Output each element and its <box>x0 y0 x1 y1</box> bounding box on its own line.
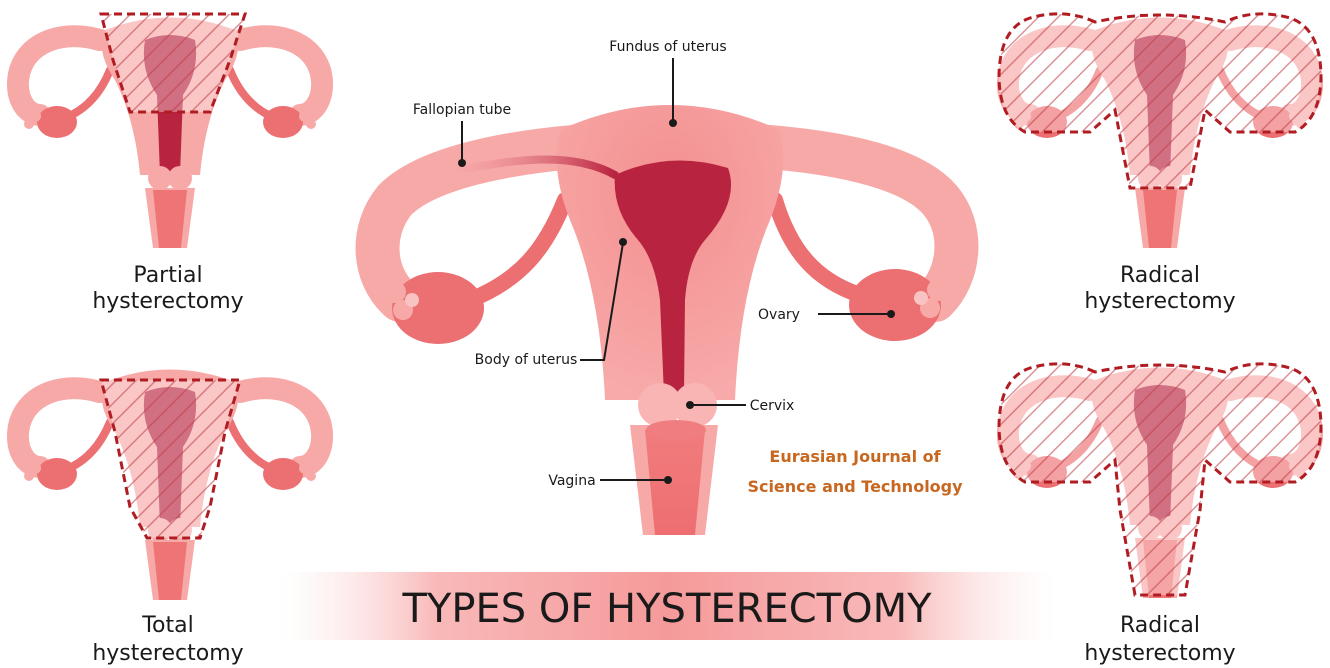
central-uterus-diagram <box>378 105 957 535</box>
svg-text:Cervix: Cervix <box>750 398 795 414</box>
right-ovarian-ligament <box>775 200 860 295</box>
partial-label-line2: hysterectomy <box>92 289 243 314</box>
svg-text:Ovary: Ovary <box>758 307 800 323</box>
removal-area <box>101 380 240 538</box>
removal-area <box>101 14 245 112</box>
radical-hysterectomy-diagram-bottom <box>999 364 1321 598</box>
total-hysterectomy-diagram <box>18 370 322 601</box>
vagina-canal <box>645 430 705 535</box>
radical-hysterectomy-diagram-top <box>999 14 1321 248</box>
removal-area <box>999 14 1321 188</box>
page-title: TYPES OF HYSTERECTOMY <box>401 586 932 632</box>
radical-top-label-line2: hysterectomy <box>1084 289 1235 314</box>
svg-text:Fallopian tube: Fallopian tube <box>413 102 511 118</box>
partial-hysterectomy-diagram <box>18 14 322 248</box>
removal-area <box>999 364 1321 595</box>
watermark-line1: Eurasian Journal of <box>769 447 941 466</box>
watermark-line2: Science and Technology <box>747 477 963 496</box>
total-label-line1: Total <box>141 613 193 638</box>
svg-text:Body of uterus: Body of uterus <box>475 352 578 368</box>
total-label-line2: hysterectomy <box>92 641 243 666</box>
radical-bottom-label-line2: hysterectomy <box>1084 641 1235 666</box>
radical-top-label-line1: Radical <box>1120 263 1200 288</box>
svg-text:Fundus of uterus: Fundus of uterus <box>609 39 726 55</box>
radical-bottom-label-line1: Radical <box>1120 613 1200 638</box>
left-ovarian-ligament <box>470 200 565 300</box>
svg-text:Vagina: Vagina <box>548 473 595 489</box>
partial-label-line1: Partial <box>133 263 202 288</box>
